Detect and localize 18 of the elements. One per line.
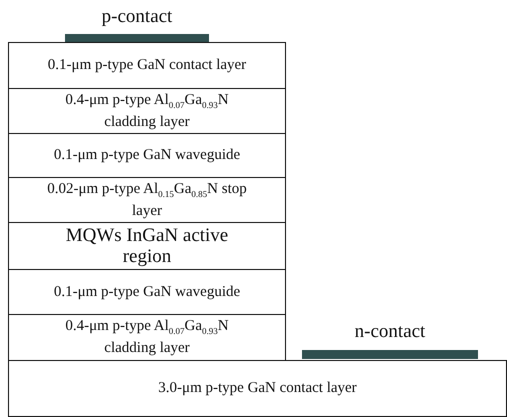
semiconductor-layer: [8, 88, 286, 134]
layer-label: 0.1-μm p-type GaN contact layer: [48, 57, 246, 74]
layer-label: 0.4-μm p-type Al$_{0.07}$Ga$_{0.93}$N cladding layer: [64, 92, 230, 130]
contact-label: n-contact: [354, 321, 426, 343]
layer-label: 0.1-μm p-type GaN waveguide: [54, 147, 240, 164]
layer-label: 0.4-μm p-type Al$_{0.07}$Ga$_{0.93}$N cladding layer: [64, 318, 230, 357]
layer-label: 3.0-μm p-type GaN contact layer: [158, 380, 357, 397]
semiconductor-layer: [8, 314, 286, 361]
layer-label: MQWs InGaN active region: [64, 225, 230, 267]
layer-label: 0.1-μm p-type GaN waveguide: [54, 284, 240, 300]
layer-label: 0.02-μm p-type Al$_{0.15}$Ga$_{0.85}$N stop layer: [47, 180, 247, 220]
contact-label: p-contact: [100, 6, 174, 28]
semiconductor-layer: [8, 222, 286, 270]
semiconductor-layer: [8, 269, 286, 315]
semiconductor-layer: [8, 42, 286, 89]
semiconductor-layer: [8, 133, 286, 178]
semiconductor-layer: [8, 177, 286, 223]
semiconductor-layer: [8, 360, 507, 417]
